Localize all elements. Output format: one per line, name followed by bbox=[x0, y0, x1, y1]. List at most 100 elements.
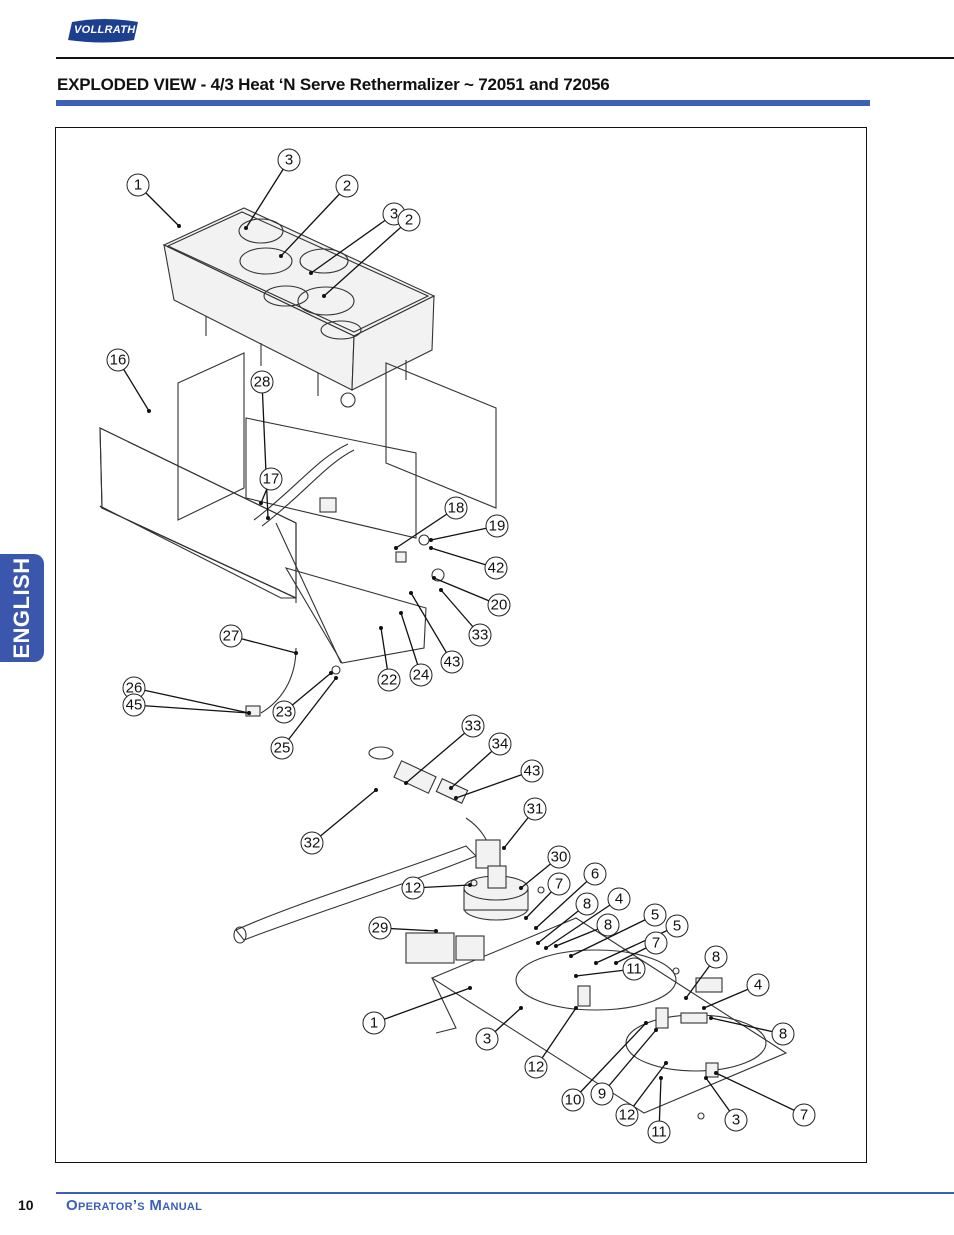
leader-line bbox=[715, 1072, 805, 1116]
callout-9: 9 bbox=[590, 1082, 614, 1106]
callout-25: 25 bbox=[270, 736, 294, 760]
leader-line bbox=[281, 677, 337, 749]
page-number: 10 bbox=[18, 1197, 34, 1213]
leader-arrowhead bbox=[569, 954, 573, 958]
callout-number: 1 bbox=[370, 1015, 378, 1032]
leader-line bbox=[133, 687, 250, 714]
callout-23: 23 bbox=[272, 700, 296, 724]
callout-31: 31 bbox=[523, 797, 547, 821]
callout-number: 9 bbox=[598, 1086, 606, 1103]
callout-number: 5 bbox=[651, 907, 659, 924]
leader-line bbox=[595, 925, 678, 964]
leader-arrowhead bbox=[702, 1006, 706, 1010]
callout-number: 22 bbox=[381, 672, 398, 689]
callout-number: 12 bbox=[528, 1059, 545, 1076]
leader-arrowhead bbox=[374, 788, 378, 792]
callout-number: 17 bbox=[263, 471, 280, 488]
callout-11: 11 bbox=[622, 957, 646, 981]
callout-8: 8 bbox=[596, 913, 620, 937]
leader-arrowhead bbox=[534, 926, 538, 930]
leader-line bbox=[373, 987, 471, 1024]
callout-8: 8 bbox=[704, 945, 728, 969]
leader-arrowhead bbox=[449, 786, 453, 790]
leader-arrowhead bbox=[329, 671, 333, 675]
callout-number: 12 bbox=[619, 1107, 636, 1124]
callout-number: 26 bbox=[126, 680, 143, 697]
callout-number: 4 bbox=[754, 977, 762, 994]
leader-arrowhead bbox=[536, 941, 540, 945]
callout-32: 32 bbox=[300, 831, 324, 855]
cabinet-panels bbox=[99, 352, 497, 717]
leader-arrowhead bbox=[502, 846, 506, 850]
callout-number: 30 bbox=[551, 849, 568, 866]
callout-24: 24 bbox=[409, 663, 433, 687]
callout-number: 1 bbox=[134, 177, 142, 194]
leader-line bbox=[710, 1017, 784, 1035]
callout-number: 6 bbox=[591, 866, 599, 883]
leader-arrowhead bbox=[394, 546, 398, 550]
leader-arrowhead bbox=[554, 944, 558, 948]
leader-line bbox=[572, 1022, 647, 1101]
leader-arrowhead bbox=[279, 254, 283, 258]
leader-arrowhead bbox=[594, 961, 598, 965]
callout-number: 20 bbox=[491, 597, 508, 614]
callout-number: 25 bbox=[274, 740, 291, 757]
callout-number: 19 bbox=[489, 518, 506, 535]
callout-number: 33 bbox=[465, 718, 482, 735]
callout-12: 12 bbox=[615, 1103, 639, 1127]
callout-8: 8 bbox=[771, 1022, 795, 1046]
leader-arrowhead bbox=[434, 929, 438, 933]
leader-arrowhead bbox=[454, 796, 458, 800]
callout-number: 3 bbox=[732, 1112, 740, 1129]
callout-42: 42 bbox=[484, 556, 508, 580]
leader-arrowhead bbox=[659, 1076, 663, 1080]
callout-26: 26 bbox=[122, 676, 146, 700]
language-tab: ENGLISH bbox=[0, 554, 44, 662]
callout-33: 33 bbox=[461, 714, 485, 738]
leader-arrowhead bbox=[404, 781, 408, 785]
leader-line bbox=[455, 770, 533, 799]
callout-number: 23 bbox=[276, 704, 293, 721]
leader-arrowhead bbox=[574, 1006, 578, 1010]
leader-arrowhead bbox=[544, 946, 548, 950]
callout-8: 8 bbox=[575, 892, 599, 916]
leader-arrowhead bbox=[409, 591, 413, 595]
callout-number: 29 bbox=[372, 920, 389, 937]
leader-arrowhead bbox=[664, 1061, 668, 1065]
leader-line bbox=[245, 159, 290, 229]
callout-4: 4 bbox=[746, 973, 770, 997]
leader-line bbox=[405, 725, 474, 784]
leader-arrowhead bbox=[614, 961, 618, 965]
callout-43: 43 bbox=[520, 759, 544, 783]
leader-arrowhead bbox=[704, 1076, 708, 1080]
callout-number: 43 bbox=[524, 763, 541, 780]
callout-3: 3 bbox=[277, 148, 301, 172]
callout-16: 16 bbox=[106, 348, 130, 372]
callout-5: 5 bbox=[665, 914, 689, 938]
leader-arrowhead bbox=[709, 1016, 713, 1020]
leader-line bbox=[323, 219, 410, 297]
footer-rule bbox=[56, 1192, 954, 1194]
callout-12: 12 bbox=[401, 876, 425, 900]
callout-7: 7 bbox=[547, 872, 571, 896]
logo-text: VOLLRATH bbox=[74, 24, 136, 36]
leader-arrowhead bbox=[468, 986, 472, 990]
leader-line bbox=[601, 1029, 657, 1095]
leader-arrowhead bbox=[644, 1021, 648, 1025]
callout-43: 43 bbox=[440, 650, 464, 674]
leader-arrowhead bbox=[259, 501, 263, 505]
drain-assembly bbox=[233, 746, 501, 944]
leader-line bbox=[310, 213, 395, 274]
callout-number: 7 bbox=[652, 935, 660, 952]
leader-arrowhead bbox=[247, 711, 251, 715]
leader-line bbox=[311, 789, 377, 844]
leader-line bbox=[395, 507, 457, 549]
callout-number: 11 bbox=[651, 1124, 667, 1141]
leader-arrowhead bbox=[244, 226, 248, 230]
leader-line bbox=[133, 704, 250, 714]
leader-arrowhead bbox=[294, 651, 298, 655]
callout-number: 43 bbox=[444, 654, 461, 671]
callout-11: 11 bbox=[647, 1120, 671, 1144]
leader-line bbox=[280, 185, 348, 257]
